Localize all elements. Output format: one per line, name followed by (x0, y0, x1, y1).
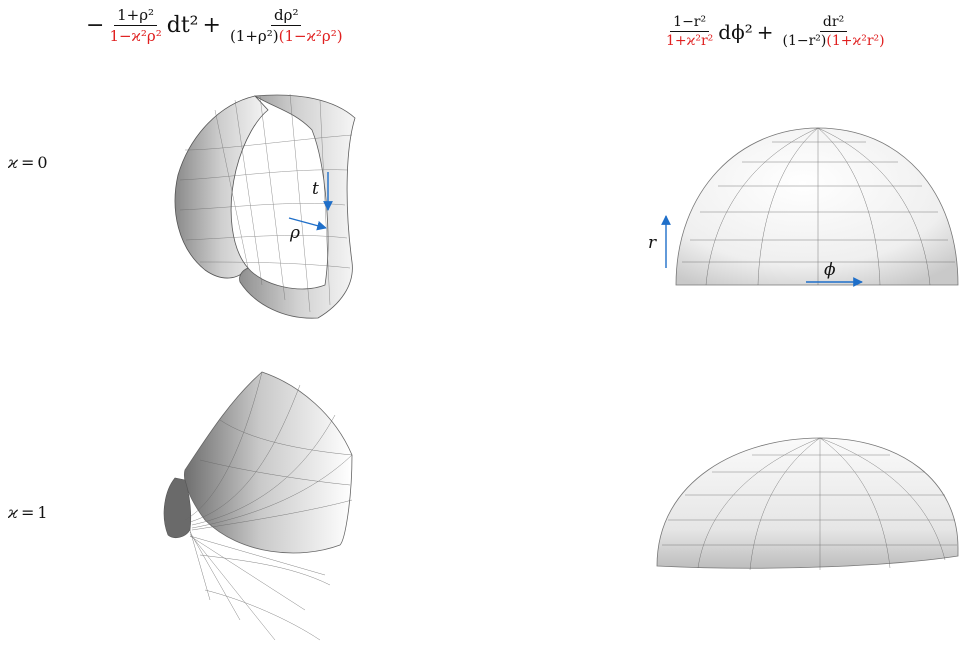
plus-sign: + (756, 19, 774, 44)
right-fraction-2: dr² (1−r²)(1+ϰ²r²) (780, 14, 888, 49)
minus-sign: − (86, 13, 105, 38)
left-den-black: (1+ρ²) (229, 27, 279, 45)
right-fraction-1: 1−r² 1+ϰ²r² (663, 14, 716, 49)
row-label-kappa-1: ϰ=1 (8, 503, 48, 522)
kappa-value: 1 (37, 503, 48, 522)
r-label: r (648, 233, 657, 253)
rho-arrow (288, 217, 327, 231)
equals-sign: = (20, 503, 35, 522)
left-fraction-1-denominator: 1−ϰ²ρ² (109, 27, 162, 45)
right-fraction-2-numerator: dr² (819, 14, 848, 32)
horn-surface-kappa-1 (163, 371, 353, 641)
right-metric-formula: 1−r² 1+ϰ²r² dϕ² + dr² (1−r²)(1+ϰ²r²) (661, 14, 890, 49)
right-den-black: (1−r²) (782, 33, 827, 49)
kappa-symbol: ϰ (8, 153, 18, 172)
left-dt2: dt² (166, 13, 199, 38)
band-surface-kappa-0: t ρ (174, 93, 356, 319)
right-den-red: (1+ϰ²r²) (826, 33, 885, 49)
equals-sign: = (20, 153, 35, 172)
left-fraction-2-denominator: (1+ρ²)(1−ϰ²ρ²) (227, 26, 346, 45)
left-fraction-2-numerator: dρ² (271, 6, 302, 26)
dome-surface-kappa-1 (656, 437, 959, 571)
t-label: t (312, 179, 319, 199)
plus-sign: + (202, 13, 221, 38)
rho-label: ρ (289, 223, 300, 243)
right-fraction-1-denominator: 1+ϰ²r² (666, 33, 714, 49)
left-fraction-1-numerator: 1+ρ² (114, 6, 158, 26)
left-fraction-2: dρ² (1+ρ²)(1−ϰ²ρ²) (227, 6, 346, 45)
kappa-value: 0 (37, 153, 48, 172)
left-fraction-1: 1+ρ² 1−ϰ²ρ² (106, 6, 164, 45)
kappa-symbol: ϰ (8, 503, 18, 522)
right-dphi2: dϕ² (718, 19, 753, 44)
row-label-kappa-0: ϰ=0 (8, 153, 48, 172)
left-den-red: (1−ϰ²ρ²) (278, 27, 343, 45)
left-metric-formula: − 1+ρ² 1−ϰ²ρ² dt² + dρ² (1+ρ²)(1−ϰ²ρ²) (86, 6, 348, 45)
right-fraction-1-numerator: 1−r² (670, 14, 710, 32)
phi-label: ϕ (824, 260, 836, 280)
right-fraction-2-denominator: (1−r²)(1+ϰ²r²) (780, 32, 888, 49)
dome-surface-kappa-0: r ϕ (648, 127, 959, 287)
